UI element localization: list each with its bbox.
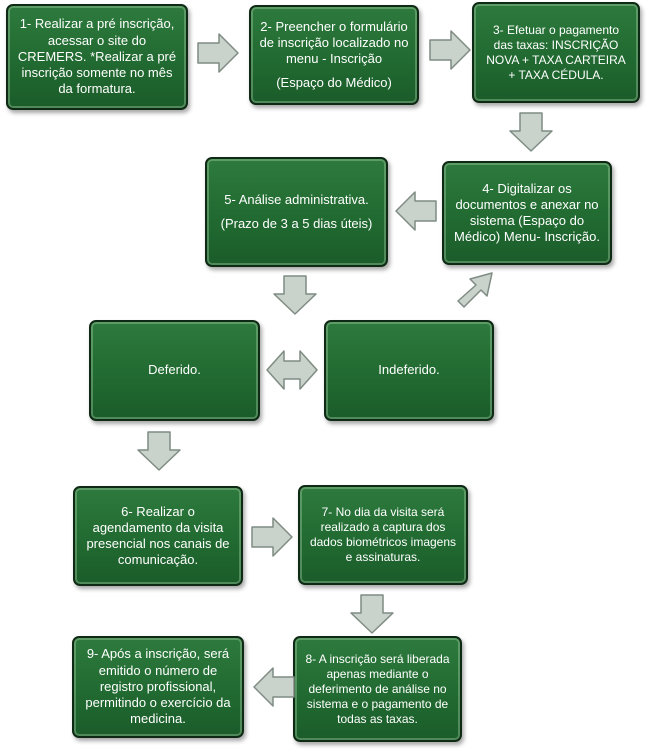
arrow-deferido-to-6-icon <box>137 431 181 471</box>
step-4-text: 4- Digitalizar os documentos e anexar no… <box>454 180 600 245</box>
step-2-box: 2- Preencher o formulário de inscrição l… <box>249 5 419 105</box>
step-6-text: 6- Realizar o agendamento da visita pres… <box>86 503 230 568</box>
indeferido-text: Indeferido. <box>378 362 440 378</box>
arrow-4-to-5-icon <box>395 191 437 231</box>
step-4-box: 4- Digitalizar os documentos e anexar no… <box>442 161 612 265</box>
arrow-deferido-indeferido-icon <box>266 349 318 391</box>
indeferido-box: Indeferido. <box>324 320 494 421</box>
step-6-box: 6- Realizar o agendamento da visita pres… <box>73 486 243 586</box>
arrow-3-to-4-icon <box>509 112 553 152</box>
deferido-text: Deferido. <box>148 362 201 378</box>
step-5-text: 5- Análise administrativa. <box>224 191 369 207</box>
step-8-box: 8- A inscrição será liberada apenas medi… <box>293 636 462 742</box>
step-8-text: 8- A inscrição será liberada apenas medi… <box>305 651 450 726</box>
step-5-note: (Prazo de 3 a 5 dias úteis) <box>220 216 373 231</box>
arrow-1-to-2-icon <box>197 33 239 73</box>
deferido-box: Deferido. <box>89 320 260 421</box>
step-9-text: 9- Após a inscrição, será emitido o núme… <box>85 646 231 727</box>
step-1-box: 1- Realizar a pré inscrição, acessar o s… <box>6 4 188 110</box>
step-2-text: 2- Preencher o formulário de inscrição l… <box>259 18 409 67</box>
arrow-7-to-8-icon <box>350 594 394 634</box>
step-5-box: 5- Análise administrativa. (Prazo de 3 a… <box>205 157 388 267</box>
arrow-indeferido-to-4-icon <box>452 271 494 315</box>
step-7-text: 7- No dia da visita será realizado a cap… <box>309 505 457 564</box>
step-1-text: 1- Realizar a pré inscrição, acessar o s… <box>17 16 177 97</box>
step-3-box: 3- Efetuar o pagamento das taxas: INSCRI… <box>472 2 640 103</box>
arrow-6-to-7-icon <box>251 517 293 557</box>
step-2-note: (Espaço do Médico) <box>276 75 392 91</box>
arrow-2-to-3-icon <box>429 30 471 70</box>
step-3-text: 3- Efetuar o pagamento das taxas: INSCRI… <box>486 22 626 82</box>
arrow-5-down-icon <box>273 275 317 315</box>
step-9-box: 9- Após a inscrição, será emitido o núme… <box>72 636 244 738</box>
arrow-8-to-9-icon <box>253 667 295 707</box>
step-7-box: 7- No dia da visita será realizado a cap… <box>298 485 468 585</box>
